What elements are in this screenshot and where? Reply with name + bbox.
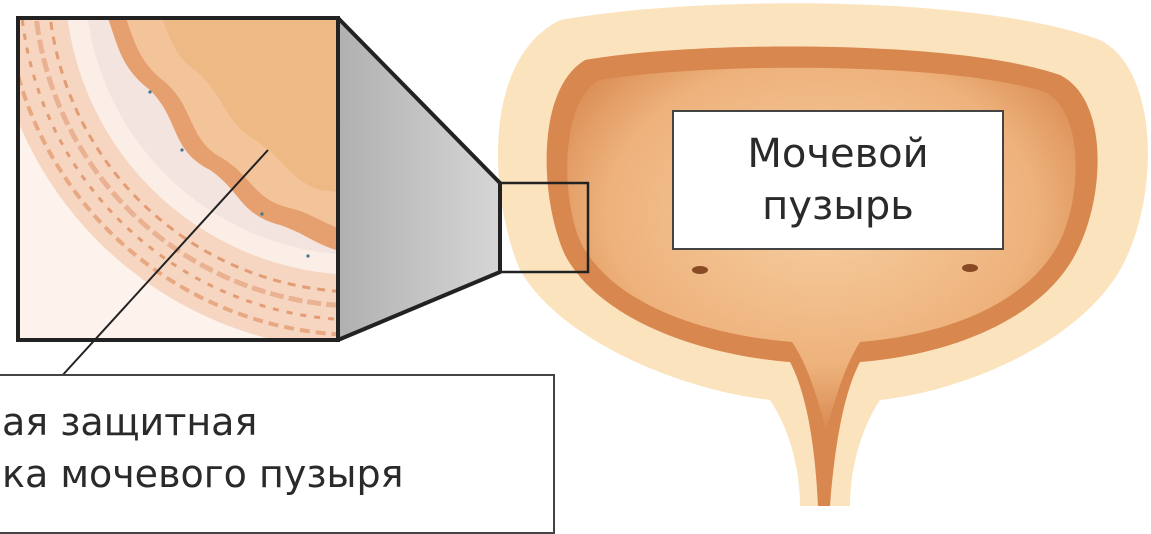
zoom-connector [338,18,500,340]
bladder-label-line1: Мочевой [747,128,928,180]
right-ureter-opening [962,264,978,272]
left-ureter-opening [692,266,708,274]
lining-label: ая защитная ка мочевого пузыря [0,374,555,534]
bladder-label-line2: пузырь [747,180,928,232]
lining-label-line1: ая защитная [2,396,553,448]
bladder-label: Мочевой пузырь [672,110,1004,250]
lining-label-line2: ка мочевого пузыря [2,448,553,500]
